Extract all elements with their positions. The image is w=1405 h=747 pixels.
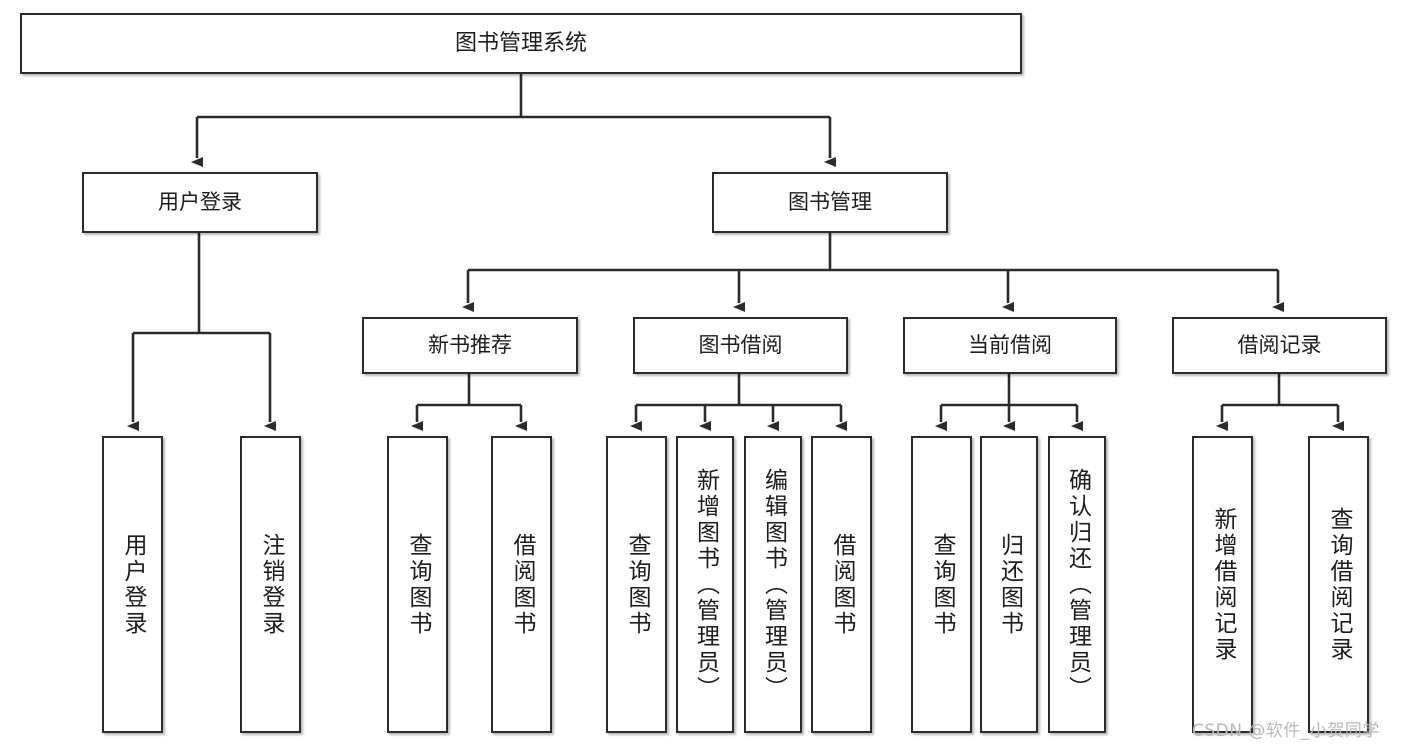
node-label: 查询图书 (405, 532, 431, 637)
node-label: 新增图书（管理员） (692, 467, 719, 702)
node-user-login[interactable]: 用户登录 (82, 172, 318, 233)
node-current-borrow[interactable]: 当前借阅 (903, 317, 1117, 374)
csdn-watermark: CSDN @软件_小贺同学 (1192, 721, 1380, 741)
node-label: 当前借阅 (968, 333, 1052, 358)
node-label: 编辑图书（管理员） (760, 467, 787, 702)
node-leaf-add-borrow-record[interactable]: 新增借阅记录 (1192, 436, 1253, 733)
node-label: 归还图书 (996, 532, 1023, 637)
node-book-management[interactable]: 图书管理 (712, 172, 948, 233)
node-label: 新书推荐 (428, 333, 512, 358)
node-label: 借阅图书 (509, 532, 535, 637)
node-label: 借阅图书 (829, 532, 855, 637)
node-label: 图书管理 (788, 190, 872, 215)
node-label: 查询图书 (624, 532, 650, 637)
node-leaf-return-book[interactable]: 归还图书 (980, 436, 1038, 733)
node-leaf-query-borrow-record[interactable]: 查询借阅记录 (1308, 436, 1369, 733)
node-leaf-borrow-book-recommend[interactable]: 借阅图书 (491, 436, 552, 733)
node-root-book-management-system[interactable]: 图书管理系统 (20, 13, 1022, 74)
node-leaf-user-login[interactable]: 用户登录 (102, 436, 163, 733)
node-label: 图书管理系统 (454, 30, 587, 56)
node-borrow-record[interactable]: 借阅记录 (1172, 317, 1387, 374)
node-new-book-recommend[interactable]: 新书推荐 (362, 317, 578, 374)
node-leaf-query-book-borrow[interactable]: 查询图书 (606, 436, 667, 733)
node-label: 注销登录 (258, 532, 284, 637)
node-label: 查询借阅记录 (1326, 506, 1352, 663)
node-leaf-query-book-recommend[interactable]: 查询图书 (387, 436, 448, 733)
node-label: 查询图书 (929, 532, 955, 637)
node-leaf-borrow-book-borrow[interactable]: 借阅图书 (811, 436, 872, 733)
node-leaf-query-book-current[interactable]: 查询图书 (911, 436, 972, 733)
node-label: 借阅记录 (1237, 333, 1322, 358)
node-label: 新增借阅记录 (1210, 506, 1236, 663)
node-label: 图书借阅 (698, 333, 783, 358)
node-leaf-logout-login[interactable]: 注销登录 (240, 436, 301, 733)
node-leaf-confirm-return-admin[interactable]: 确认归还（管理员） (1048, 436, 1106, 733)
node-label: 确认归还（管理员） (1064, 467, 1091, 702)
node-leaf-add-book-admin[interactable]: 新增图书（管理员） (676, 436, 734, 733)
node-label: 用户登录 (120, 532, 146, 637)
node-leaf-edit-book-admin[interactable]: 编辑图书（管理员） (744, 436, 802, 733)
node-label: 用户登录 (158, 190, 242, 215)
node-book-borrow[interactable]: 图书借阅 (633, 317, 848, 374)
